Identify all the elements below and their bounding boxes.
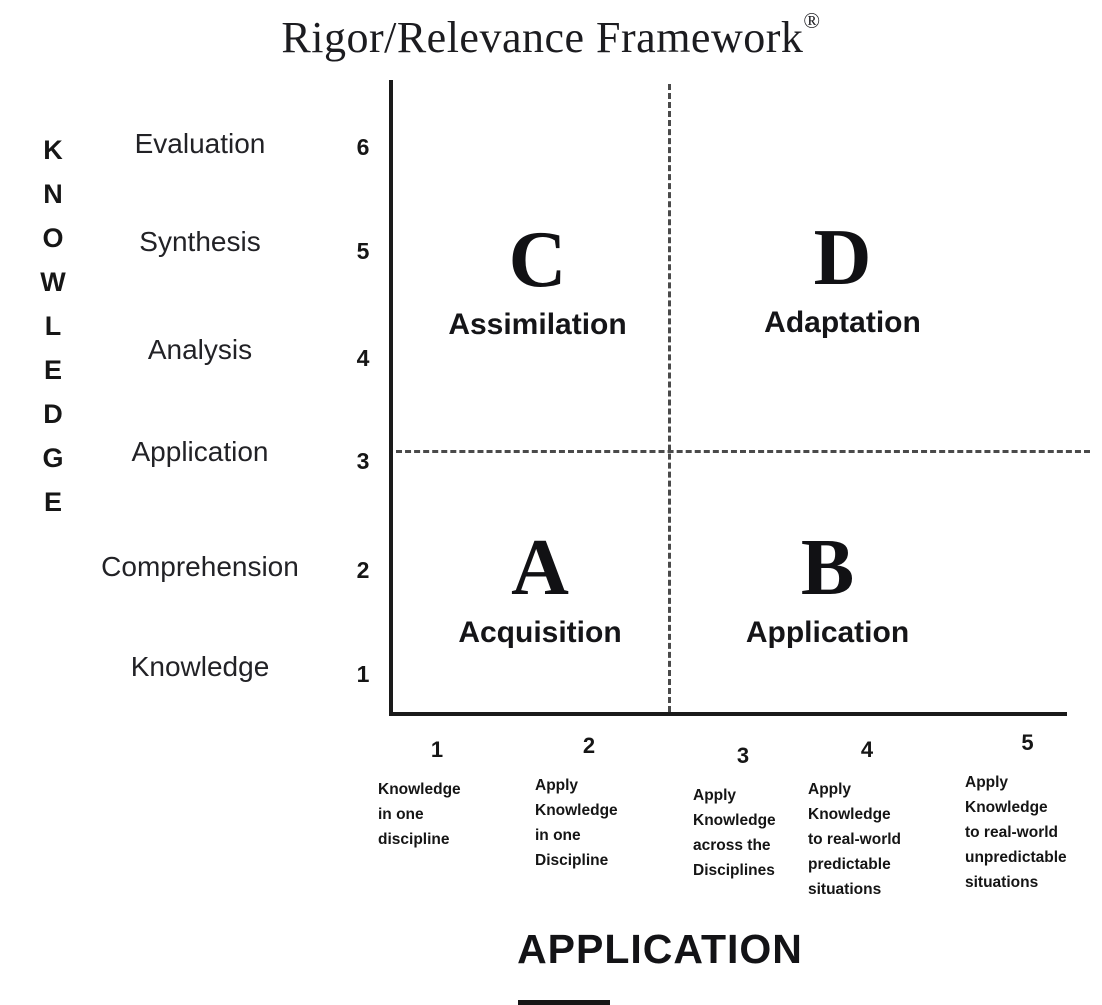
y-axis-label-comprehension: Comprehension	[101, 551, 299, 582]
x-axis-tick-2: 2	[582, 733, 596, 758]
y-axis-tick-5: 5	[356, 238, 370, 264]
x-axis-tick-3: 3	[736, 743, 750, 768]
y-axis-label-analysis: Analysis	[147, 334, 253, 365]
y-axis-tick-3: 3	[356, 448, 370, 474]
x-axis-level-4: 4 Apply Knowledge to real-world predicta…	[808, 737, 926, 902]
quadrant-name: Acquisition	[458, 616, 622, 649]
x-axis-level-5: 5 Apply Knowledge to real-world unpredic…	[965, 730, 1090, 895]
y-axis-label-synthesis: Synthesis	[139, 226, 261, 257]
x-axis-level-1: 1 Knowledge in one discipline	[378, 737, 496, 852]
x-axis-tick-5: 5	[1021, 730, 1034, 755]
y-axis-title-letter: W	[40, 267, 66, 297]
quadrant-b-application: B Application	[705, 528, 950, 650]
x-axis-description-4: Apply Knowledge to real-world predictabl…	[808, 781, 902, 898]
quadrant-c-assimilation: C Assimilation	[415, 220, 660, 342]
quadrant-letter: B	[800, 524, 855, 612]
x-axis-title-application: APPLICATION	[517, 926, 803, 972]
y-axis-tick-1: 1	[356, 661, 370, 687]
diagram-title: Rigor/Relevance Framework®	[0, 8, 1102, 63]
y-axis-title-letter: L	[44, 311, 62, 341]
y-axis-tick-2: 2	[356, 557, 370, 583]
diagram-title-text: Rigor/Relevance Framework	[281, 13, 804, 62]
x-axis-level-3: 3 Apply Knowledge across the Disciplines	[693, 743, 793, 883]
y-axis-title-letter: E	[43, 355, 62, 385]
x-axis-description-2: Apply Knowledge in one Discipline	[535, 777, 618, 869]
quadrant-letter: D	[813, 214, 872, 302]
y-axis-tick-4: 4	[356, 345, 370, 371]
x-axis-level-2: 2 Apply Knowledge in one Discipline	[535, 733, 643, 873]
quadrant-name: Assimilation	[448, 308, 627, 341]
y-axis-tick-6: 6	[356, 134, 370, 160]
x-axis-description-1: Knowledge in one discipline	[378, 781, 461, 848]
y-axis-label-knowledge: Knowledge	[130, 651, 270, 682]
quadrant-name: Application	[745, 616, 910, 649]
quadrant-name: Adaptation	[764, 306, 921, 339]
y-axis-label-evaluation: Evaluation	[134, 128, 266, 159]
quadrant-letter: C	[508, 216, 567, 304]
y-axis-title-letter: O	[42, 223, 64, 253]
y-axis-title-letter: E	[43, 487, 62, 517]
registered-trademark-symbol: ®	[803, 8, 821, 33]
horizontal-dashed-divider	[396, 450, 1090, 453]
quadrant-a-acquisition: A Acquisition	[425, 528, 655, 650]
y-axis-title-knowledge: K N O W L E D G E	[36, 128, 70, 524]
y-axis-title-letter: D	[43, 399, 63, 429]
y-axis-title-letter: K	[43, 135, 63, 165]
y-axis-label-application: Application	[131, 436, 269, 467]
x-axis-tick-1: 1	[430, 737, 444, 762]
quadrant-d-adaptation: D Adaptation	[715, 218, 970, 340]
bottom-crop-artifact	[518, 1000, 610, 1005]
x-axis-line	[389, 712, 1067, 716]
x-axis-description-3: Apply Knowledge across the Disciplines	[693, 787, 776, 879]
vertical-dashed-divider	[668, 84, 671, 712]
x-axis-description-5: Apply Knowledge to real-world unpredicta…	[965, 774, 1067, 891]
quadrant-letter: A	[511, 524, 569, 612]
y-axis-title-letter: G	[42, 443, 64, 473]
x-axis-tick-4: 4	[860, 737, 874, 762]
y-axis-title-letter: N	[43, 179, 63, 209]
y-axis-line	[389, 80, 393, 716]
